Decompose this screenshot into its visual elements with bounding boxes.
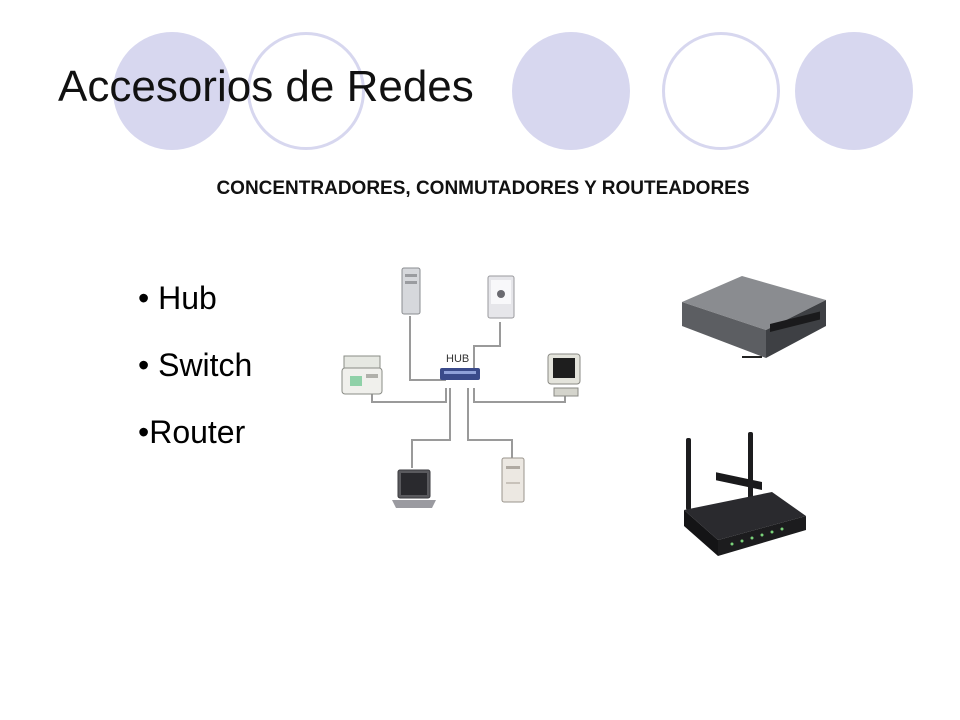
printer-icon	[341, 355, 383, 395]
decor-circle-1	[113, 32, 231, 150]
decor-circle-5	[795, 32, 913, 150]
bullet-hub: • Hub	[138, 280, 217, 316]
hub-label: HUB	[446, 353, 469, 365]
slide-subtitle: CONCENTRADORES, CONMUTADORES Y ROUTEADOR…	[216, 178, 750, 199]
router-status-leds	[730, 527, 784, 546]
hub-device	[440, 368, 480, 380]
monitor-icon	[547, 353, 581, 397]
router-antenna-left	[686, 438, 691, 510]
server-tower-icon	[401, 267, 421, 315]
pc-tower-icon	[501, 457, 525, 503]
bullet-switch: • Switch	[138, 347, 253, 383]
slide-title: Accesorios de Redes	[58, 62, 474, 111]
laptop-icon	[392, 469, 436, 508]
desktop-computer-icon	[487, 275, 515, 319]
decor-circle-2	[247, 32, 365, 150]
decor-circle-4	[662, 32, 780, 150]
bullet-router: •Router	[138, 414, 246, 450]
decor-circle-3	[512, 32, 630, 150]
router-antenna-right	[748, 432, 753, 502]
